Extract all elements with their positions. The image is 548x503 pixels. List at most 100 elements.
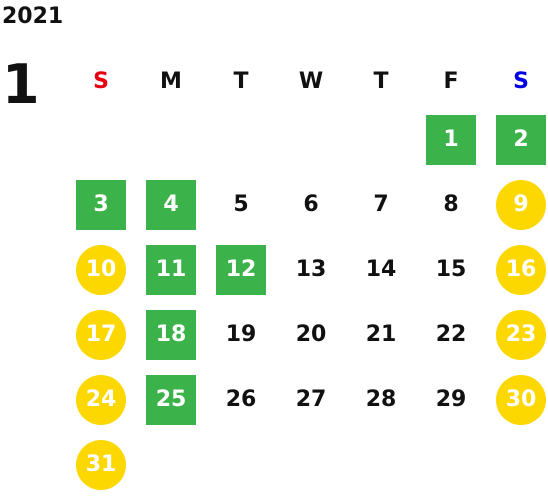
- day-cell: [66, 107, 136, 172]
- weekday-header-cell: T: [206, 55, 276, 107]
- day-cell: 7: [346, 172, 416, 237]
- weekday-label: M: [160, 68, 182, 94]
- weekday-label: F: [443, 68, 459, 94]
- day-cell: 11: [136, 237, 206, 302]
- day-number[interactable]: 28: [365, 387, 397, 412]
- day-number[interactable]: 22: [435, 322, 467, 347]
- day-number[interactable]: 11: [146, 244, 196, 295]
- day-cell: [276, 107, 346, 172]
- weekday-header-cell: S: [486, 55, 548, 107]
- empty-day: [146, 440, 196, 490]
- empty-day: [496, 440, 546, 490]
- day-cell: [206, 432, 276, 497]
- day-number[interactable]: 21: [365, 322, 397, 347]
- day-number[interactable]: 2: [496, 114, 546, 165]
- day-cell: [486, 432, 548, 497]
- day-cell: 6: [276, 172, 346, 237]
- day-number[interactable]: 5: [233, 192, 249, 217]
- day-number[interactable]: 31: [76, 439, 126, 490]
- day-cell: 1: [416, 107, 486, 172]
- day-number[interactable]: 17: [76, 309, 126, 360]
- weekday-label: T: [373, 68, 389, 94]
- empty-day: [146, 115, 196, 165]
- day-number[interactable]: 16: [496, 244, 546, 295]
- empty-day: [76, 115, 126, 165]
- week-row: 17 18 19 20 21 22 23: [66, 302, 548, 367]
- day-cell: 27: [276, 367, 346, 432]
- weekday-label: W: [298, 68, 324, 94]
- day-cell: [136, 432, 206, 497]
- day-cell: 8: [416, 172, 486, 237]
- day-cell: [346, 107, 416, 172]
- day-number[interactable]: 30: [496, 374, 546, 425]
- day-cell: 25: [136, 367, 206, 432]
- day-cell: 5: [206, 172, 276, 237]
- day-cell: 15: [416, 237, 486, 302]
- day-cell: 17: [66, 302, 136, 367]
- empty-day: [216, 115, 266, 165]
- day-cell: 18: [136, 302, 206, 367]
- day-cell: 4: [136, 172, 206, 237]
- day-cell: 24: [66, 367, 136, 432]
- day-number[interactable]: 19: [225, 322, 257, 347]
- day-cell: 19: [206, 302, 276, 367]
- day-number[interactable]: 24: [76, 374, 126, 425]
- weekday-header-cell: S: [66, 55, 136, 107]
- day-cell: 21: [346, 302, 416, 367]
- empty-day: [356, 115, 406, 165]
- day-number[interactable]: 3: [76, 179, 126, 230]
- day-number[interactable]: 10: [76, 244, 126, 295]
- day-number[interactable]: 23: [496, 309, 546, 360]
- day-number[interactable]: 1: [426, 114, 476, 165]
- day-cell: 29: [416, 367, 486, 432]
- empty-day: [286, 115, 336, 165]
- day-cell: 10: [66, 237, 136, 302]
- day-cell: 26: [206, 367, 276, 432]
- day-number[interactable]: 26: [225, 387, 257, 412]
- week-row: 31: [66, 432, 548, 497]
- day-cell: 31: [66, 432, 136, 497]
- day-number[interactable]: 12: [216, 244, 266, 295]
- day-cell: [206, 107, 276, 172]
- empty-day: [426, 440, 476, 490]
- day-number[interactable]: 18: [146, 309, 196, 360]
- day-number[interactable]: 14: [365, 257, 397, 282]
- weekday-header-cell: F: [416, 55, 486, 107]
- day-number[interactable]: 25: [146, 374, 196, 425]
- day-cell: 13: [276, 237, 346, 302]
- week-row: 10 11 12 13 14 15 16: [66, 237, 548, 302]
- weekday-header-cell: M: [136, 55, 206, 107]
- day-number[interactable]: 20: [295, 322, 327, 347]
- day-cell: 20: [276, 302, 346, 367]
- day-cell: 12: [206, 237, 276, 302]
- day-number[interactable]: 13: [295, 257, 327, 282]
- calendar-year: 2021: [2, 4, 64, 29]
- weekday-label: T: [233, 68, 249, 94]
- day-number[interactable]: 8: [443, 192, 459, 217]
- day-number[interactable]: 9: [496, 179, 546, 230]
- calendar-month: 1: [2, 53, 40, 116]
- day-cell: 23: [486, 302, 548, 367]
- day-cell: [346, 432, 416, 497]
- day-cell: [276, 432, 346, 497]
- weekday-label: S: [93, 68, 109, 94]
- empty-day: [216, 440, 266, 490]
- day-number[interactable]: 4: [146, 179, 196, 230]
- day-cell: [136, 107, 206, 172]
- day-cell: 16: [486, 237, 548, 302]
- day-cell: 3: [66, 172, 136, 237]
- day-number[interactable]: 6: [303, 192, 319, 217]
- day-number[interactable]: 29: [435, 387, 467, 412]
- weekday-header-cell: T: [346, 55, 416, 107]
- day-number[interactable]: 27: [295, 387, 327, 412]
- day-number[interactable]: 7: [373, 192, 389, 217]
- day-number[interactable]: 15: [435, 257, 467, 282]
- day-cell: [416, 432, 486, 497]
- week-row: 24 25 26 27 28 29 30: [66, 367, 548, 432]
- day-cell: 14: [346, 237, 416, 302]
